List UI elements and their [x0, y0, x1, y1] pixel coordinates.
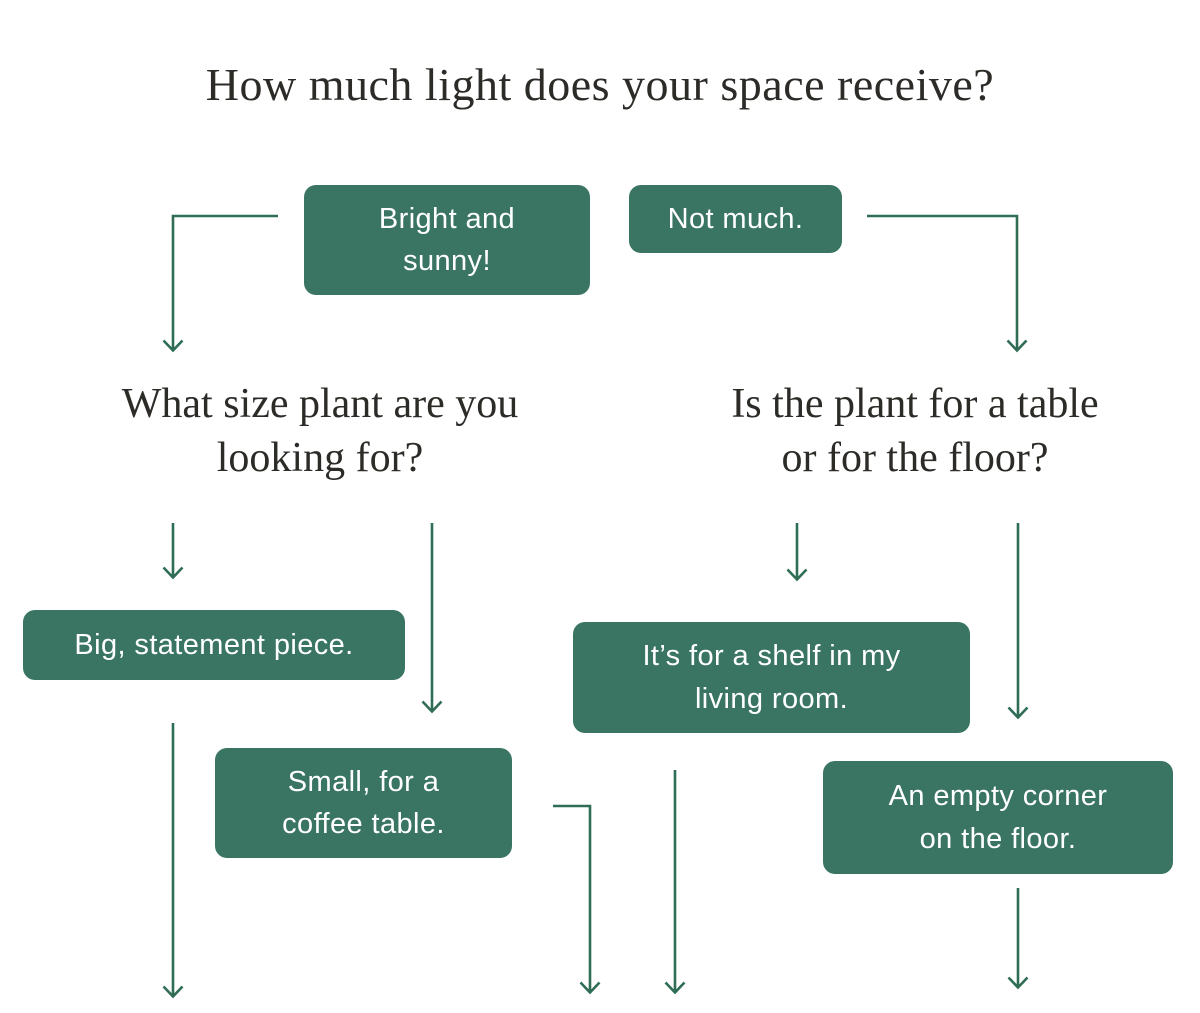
option-not-much: Not much. — [629, 185, 842, 253]
arrow-size-question-to-big — [162, 523, 184, 580]
option-small-coffee-table-label: Small, for a coffee table. — [282, 765, 445, 840]
option-bright-sunny-label: Bright and sunny! — [378, 202, 516, 277]
option-shelf-living-room-label: It’s for a shelf in my living room. — [642, 640, 901, 715]
option-big-statement-label: Big, statement piece. — [74, 628, 354, 661]
arrow-floor-question-to-corner — [1007, 523, 1029, 720]
question-plant-size: What size plant are you looking for? — [121, 381, 519, 481]
page-title: How much light does your space receive? — [205, 59, 995, 110]
arrow-bright-to-size-question — [162, 214, 278, 353]
arrow-corner-down — [1007, 888, 1029, 990]
option-big-statement: Big, statement piece. — [23, 610, 405, 680]
option-empty-corner-floor: An empty corner on the floor. — [823, 761, 1173, 874]
option-shelf-living-room: It’s for a shelf in my living room. — [573, 622, 970, 733]
option-empty-corner-floor-label: An empty corner on the floor. — [888, 780, 1108, 855]
arrow-notmuch-to-floor-question — [867, 214, 1028, 353]
arrow-floor-question-to-shelf — [786, 523, 808, 582]
option-small-coffee-table: Small, for a coffee table. — [215, 748, 512, 858]
arrow-small-down — [553, 804, 601, 995]
arrow-big-down — [162, 723, 184, 999]
option-not-much-label: Not much. — [667, 202, 804, 235]
arrow-shelf-down — [664, 770, 686, 995]
question-table-or-floor: Is the plant for a table or for the floo… — [731, 381, 1099, 481]
option-bright-sunny: Bright and sunny! — [304, 185, 590, 295]
arrow-size-question-to-small — [421, 523, 443, 714]
